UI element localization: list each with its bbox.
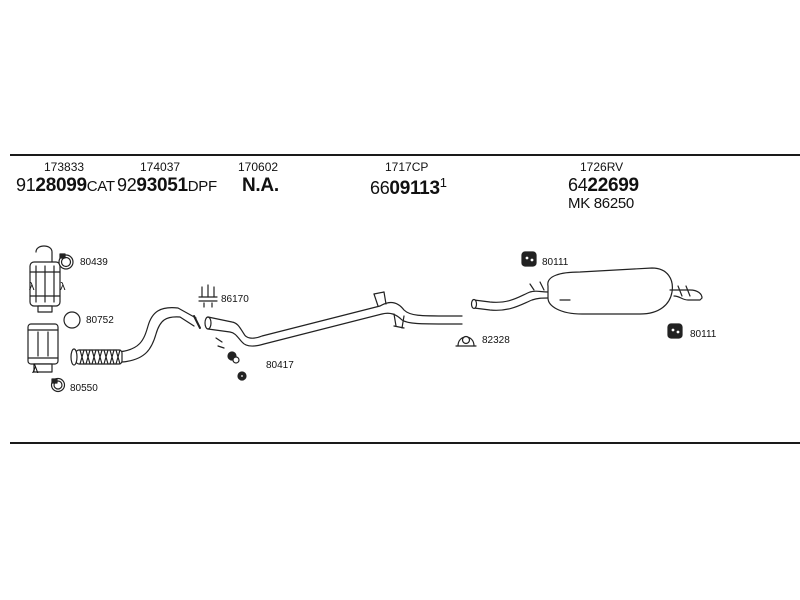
column-code-1726rv: 1726RV <box>580 160 624 174</box>
mounting-kit-number: MK 86250 <box>568 195 634 212</box>
rear-silencer <box>470 267 703 315</box>
gasket-82328 <box>455 335 477 347</box>
clamp-80550 <box>50 377 66 393</box>
gasket-80752 <box>63 311 81 329</box>
part-suffix: DPF <box>187 178 217 195</box>
ref-80752: 80752 <box>86 315 114 326</box>
lambda-sensor-icon: λ <box>60 281 66 293</box>
part-main: 28099 <box>35 175 87 196</box>
part-main: 93051 <box>136 175 188 196</box>
center-pipe <box>204 291 463 347</box>
bolts-86170 <box>198 284 218 308</box>
column-code-170602: 170602 <box>238 160 279 174</box>
part-main: N.A. <box>242 175 279 196</box>
column-code-1717cp: 1717CP <box>385 160 429 174</box>
dpf-canister <box>29 245 61 313</box>
column-code-174037: 174037 <box>140 160 181 174</box>
top-rule <box>10 154 800 156</box>
part-prefix: 64 <box>568 175 588 195</box>
part-prefix: 66 <box>370 178 390 198</box>
part-number-dpf: 9293051DPF <box>117 176 217 195</box>
part-number-catalyst: 9128099CAT <box>16 176 115 195</box>
part-prefix: 91 <box>16 175 36 195</box>
catalyst-canister <box>27 323 59 373</box>
ref-80111-right: 80111 <box>690 329 717 340</box>
column-code-173833: 173833 <box>44 160 85 174</box>
part-number-rear-silencer: 6422699 <box>568 176 639 195</box>
rubber-mount-80111-right <box>667 323 683 339</box>
clamp-80439 <box>58 253 74 270</box>
rubber-mount-80111-top <box>521 251 537 267</box>
ref-80417: 80417 <box>266 360 294 371</box>
lambda-sensor-icon: λ <box>32 361 39 376</box>
bottom-rule <box>10 442 800 444</box>
part-number-center-pipe: 66091131 <box>370 176 447 198</box>
lambda-sensor-icon: λ <box>29 281 35 293</box>
front-pipe-with-flex <box>70 307 201 366</box>
part-main: 09113 <box>389 178 440 199</box>
part-suffix: CAT <box>86 178 115 195</box>
part-number-na: N.A. <box>242 176 279 195</box>
part-suffix: 1 <box>439 175 447 190</box>
ref-82328: 82328 <box>482 335 510 346</box>
ref-80111-top: 80111 <box>542 257 569 268</box>
ref-86170: 86170 <box>221 294 249 305</box>
part-prefix: 92 <box>117 175 137 195</box>
part-main: 22699 <box>587 175 639 196</box>
ref-80550: 80550 <box>70 383 98 394</box>
hangers-80417 <box>215 337 247 381</box>
ref-80439: 80439 <box>80 257 108 268</box>
